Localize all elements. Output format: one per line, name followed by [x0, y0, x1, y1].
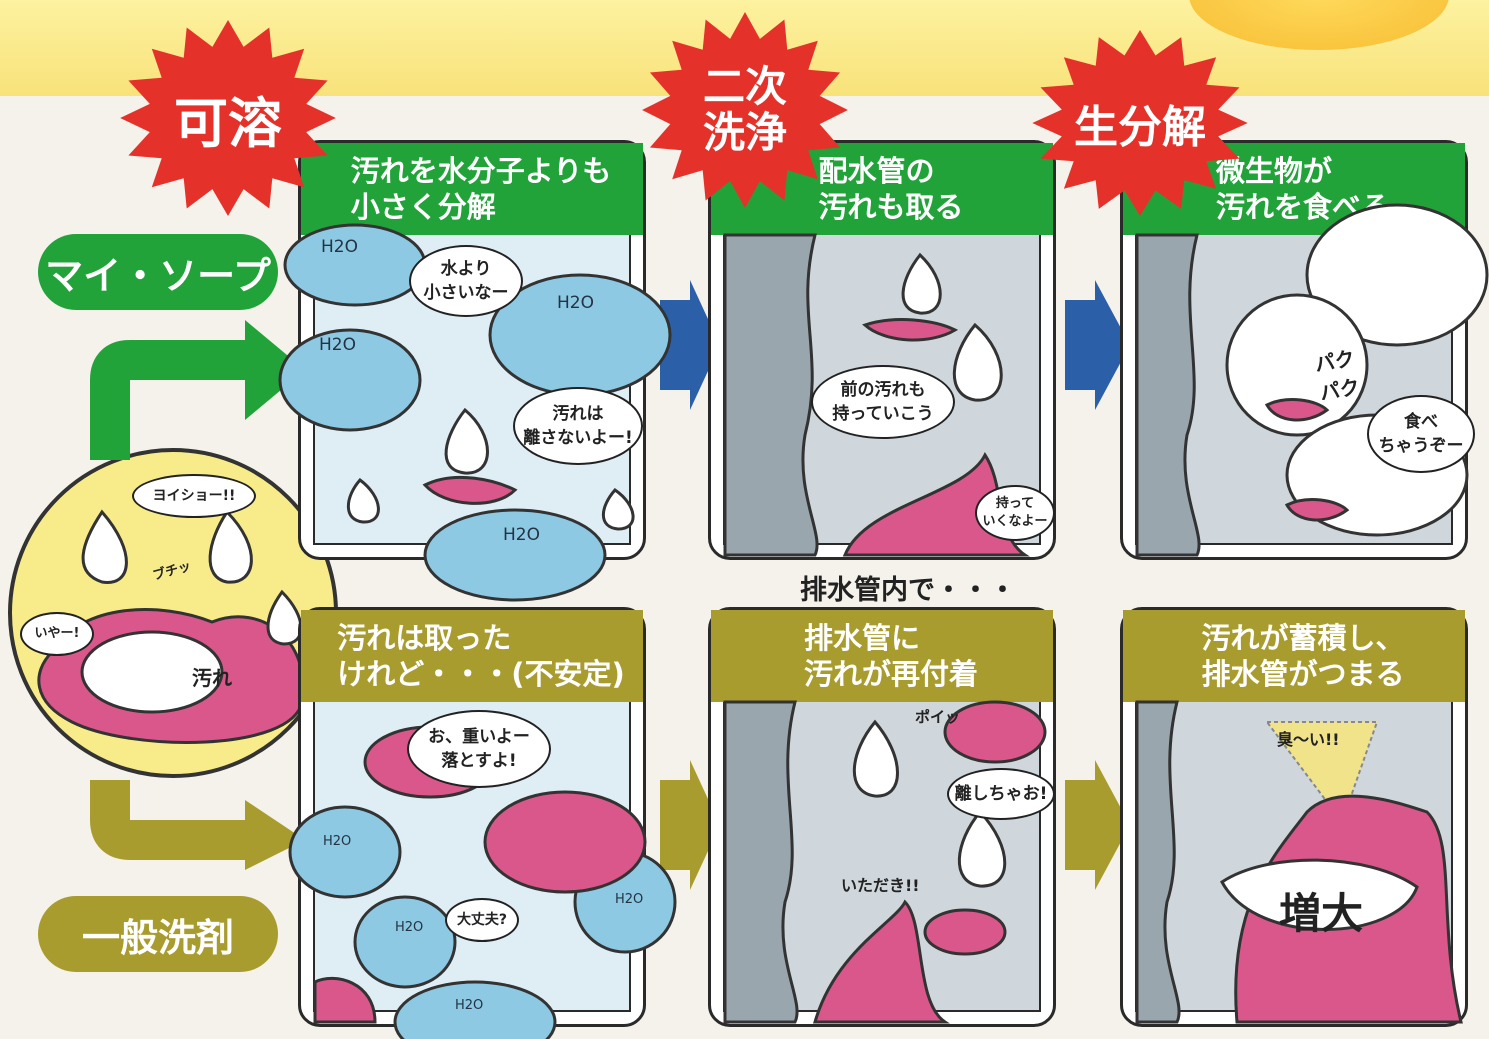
- panel-header: 汚れは取った けれど・・・(不安定): [301, 610, 643, 702]
- panel-header: 汚れが蓄積し、 排水管がつまる: [1123, 610, 1465, 702]
- my-soap-label: マイ・ソープ: [38, 234, 278, 310]
- are-you-ok-bubble: 大丈夫?: [445, 898, 519, 942]
- panel-biodegrade: 微生物が 汚れを食べる パク パク 食べ ちゃうぞー: [1120, 140, 1489, 560]
- panel-scene: ポイッ 離しちゃお! いただき!!: [723, 700, 1055, 1024]
- h2o-label: H2O: [321, 237, 358, 257]
- dont-take-me-bubble: 持って いくなよー: [975, 485, 1055, 541]
- panel-reattach: 排水管に 汚れが再付着 ポイッ 離しちゃお! いただき!!: [708, 607, 1056, 1027]
- panel-header: 汚れを水分子よりも 小さく分解: [301, 143, 643, 235]
- stinky-note: 臭～い!!: [1277, 730, 1340, 749]
- panel-scene: パク パク 食べ ちゃうぞー: [1135, 203, 1489, 557]
- starburst-shape: [1032, 30, 1248, 216]
- starburst-shape: [120, 20, 336, 216]
- yogore-note: 汚れ: [192, 666, 232, 690]
- general-detergent-label: 一般洗剤: [38, 896, 278, 972]
- scene-drawing: [723, 233, 1030, 557]
- increase-note: 増大: [1279, 889, 1364, 938]
- h2o-label: H2O: [557, 293, 594, 313]
- starburst-secondary: 二次 洗浄: [640, 10, 850, 210]
- panel-header: 排水管に 汚れが再付着: [711, 610, 1053, 702]
- take-old-dirt-bubble: 前の汚れも 持っていこう: [811, 365, 955, 439]
- poi-note: ポイッ: [915, 708, 961, 726]
- let-go-bubble: 離しちゃお!: [947, 768, 1055, 820]
- starburst-soluble: 可溶: [118, 18, 338, 218]
- h2o-label: H2O: [319, 335, 356, 355]
- h2o-label: H2O: [503, 525, 540, 545]
- panel-scene: 水より 小さいなー 汚れは 離さないよー! H2O H2O H2O H2O: [278, 223, 672, 602]
- eat-it-bubble: 食べ ちゃうぞー: [1367, 395, 1475, 473]
- h2o-label: H2O: [455, 998, 484, 1013]
- scene-drawing: [278, 223, 672, 602]
- scene-drawing: [1135, 700, 1463, 1024]
- smaller-than-water-bubble: 水より 小さいなー: [409, 245, 523, 317]
- scene-drawing: [723, 700, 1047, 1024]
- starburst-biodegrade: 生分解: [1030, 28, 1250, 218]
- itadaki-note: いただき!!: [841, 876, 920, 895]
- panel-scene: お、重いよー 落とすよ! 大丈夫? H2O H2O H2O H2O: [288, 702, 677, 1039]
- panel-soluble: 汚れを水分子よりも 小さく分解 水より 小さいなー 汚れは 離さないよー! H2…: [278, 140, 672, 602]
- panel-clog: 汚れが蓄積し、 排水管がつまる 臭～い!! 増大: [1120, 607, 1468, 1027]
- iya-bubble: いやー!: [20, 612, 94, 656]
- h2o-label: H2O: [395, 920, 424, 935]
- h2o-label: H2O: [323, 834, 352, 849]
- flow-arrows: [660, 280, 1130, 890]
- panel-scene: 前の汚れも 持っていこう 持って いくなよー: [723, 233, 1055, 557]
- inside-drain-pipe-text: 排水管内で・・・: [800, 575, 1016, 606]
- h2o-label: H2O: [615, 892, 644, 907]
- panel-unstable: 汚れは取った けれど・・・(不安定) お、重いよー 落とすよ! 大丈夫? H2O…: [288, 607, 677, 1039]
- heavy-bubble: お、重いよー 落とすよ!: [407, 710, 551, 788]
- wont-let-go-bubble: 汚れは 離さないよー!: [513, 387, 643, 465]
- starburst-shape: [642, 12, 848, 208]
- panel-scene: 臭～い!! 増大: [1135, 700, 1463, 1024]
- branch-arrows: [90, 320, 305, 870]
- yoisho-bubble: ヨイショー!!: [132, 474, 256, 518]
